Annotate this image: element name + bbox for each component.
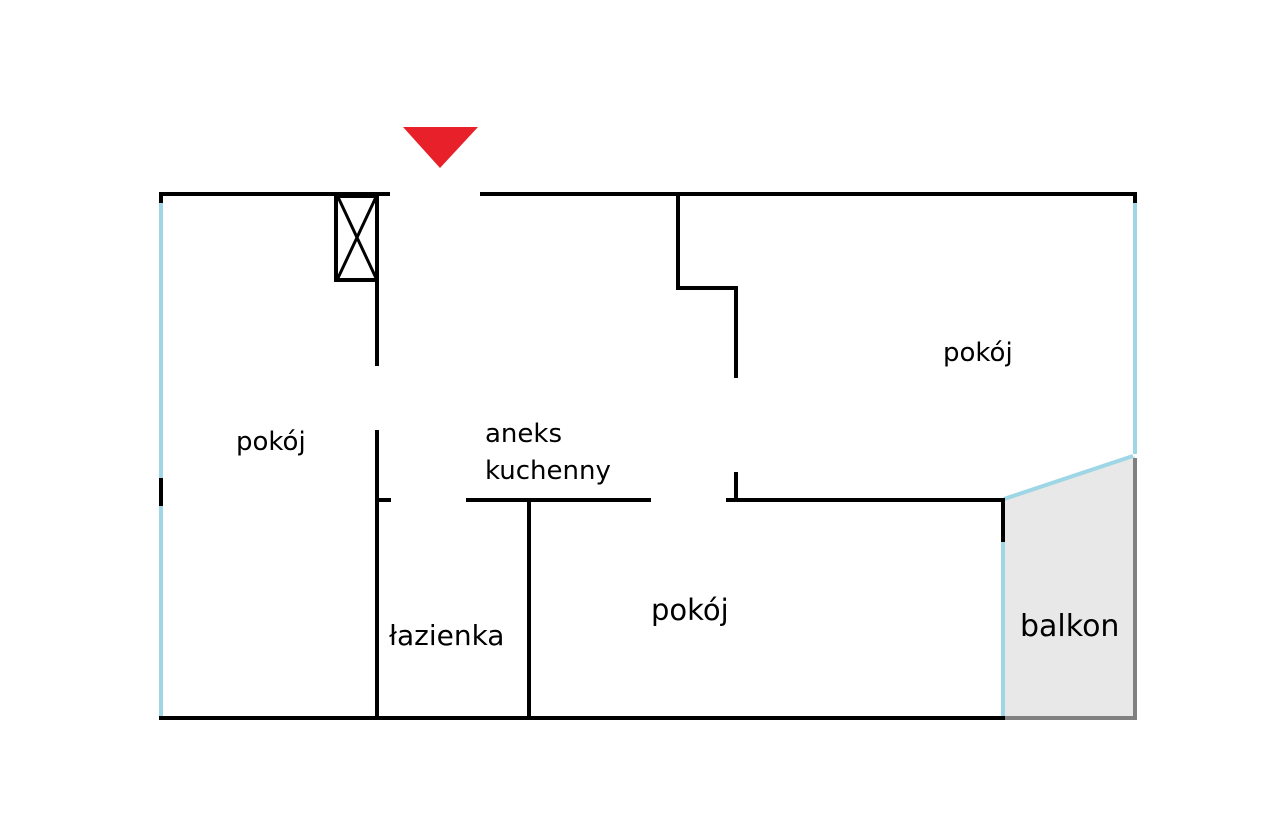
windows [159,203,1137,716]
entrance-marker-icon [403,127,478,168]
room-label-lazienka: łazienka [389,619,504,652]
outer-walls [159,192,1137,720]
room-label-kitchen-line2: kuchenny [485,456,611,486]
balcony-railing [1005,458,1137,720]
balcony-area [1004,456,1135,718]
room-label-balkon: balkon [1020,609,1119,644]
room-label-bottom-pokoj: pokój [651,593,729,627]
room-label-left-pokoj: pokój [236,427,306,457]
ventilation-shaft-icon [334,194,379,282]
room-label-right-pokoj: pokój [943,338,1013,368]
interior-walls [375,192,1005,720]
room-label-kitchen-line1: aneks [485,419,562,449]
